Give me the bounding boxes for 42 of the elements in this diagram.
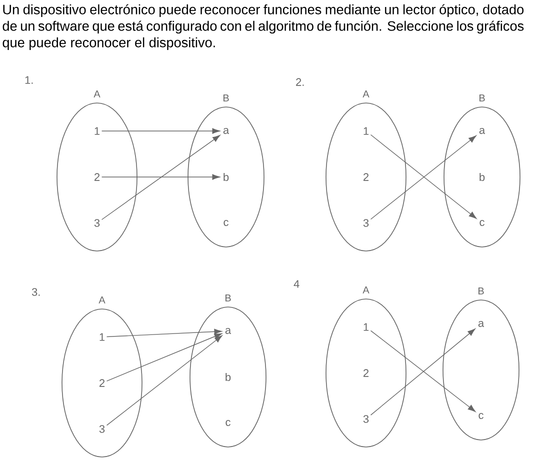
arrow (101, 134, 220, 220)
set-label: A (362, 286, 370, 294)
element-label: c (224, 220, 228, 226)
element-label: 3 (99, 425, 105, 433)
element-label: a (225, 328, 232, 334)
element-label: c (478, 412, 484, 419)
element-label: 2 (94, 173, 100, 181)
arrow (101, 174, 220, 180)
element-label: 3 (94, 219, 100, 227)
arrow (101, 128, 220, 134)
set-label: B (478, 288, 484, 294)
element-label: 2 (364, 173, 368, 181)
panel-number: 1. (25, 76, 33, 84)
element-label: 1 (364, 323, 369, 331)
element-label: 1 (364, 127, 369, 135)
arrow (106, 333, 222, 382)
set-label: A (94, 90, 100, 98)
element-label: 1 (100, 333, 105, 341)
element-label: 3 (363, 219, 369, 227)
set-label: B (224, 94, 229, 102)
panel-number: 2. (296, 78, 304, 86)
panel-number: 3. (32, 288, 40, 296)
element-label: a (223, 128, 230, 134)
question-text: Un dispositivo electrónico puede reconocer funciones mediante un lector óptico, dotado de un software que está configurado con el algoritmo de función. Seleccione los gráficos que puede reconocer el dispositivo. (2, 4, 524, 50)
element-label: 2 (364, 369, 368, 377)
element-label: a (478, 320, 484, 327)
element-label: 3 (363, 415, 369, 423)
element-label: b (224, 172, 229, 182)
element-label: b (480, 172, 485, 182)
set-label: A (98, 296, 106, 304)
element-label: 1 (94, 127, 100, 135)
element-label: b (226, 372, 231, 382)
set-label: A (362, 90, 370, 98)
element-label: c (226, 420, 230, 426)
element-label: c (480, 220, 484, 226)
element-label: a (479, 128, 486, 134)
panel-number: 4 (294, 280, 300, 288)
arrow (106, 335, 222, 426)
arrow (106, 328, 222, 338)
element-label: 2 (100, 379, 104, 387)
set-label: B (226, 294, 231, 302)
set-label: B (480, 94, 485, 102)
